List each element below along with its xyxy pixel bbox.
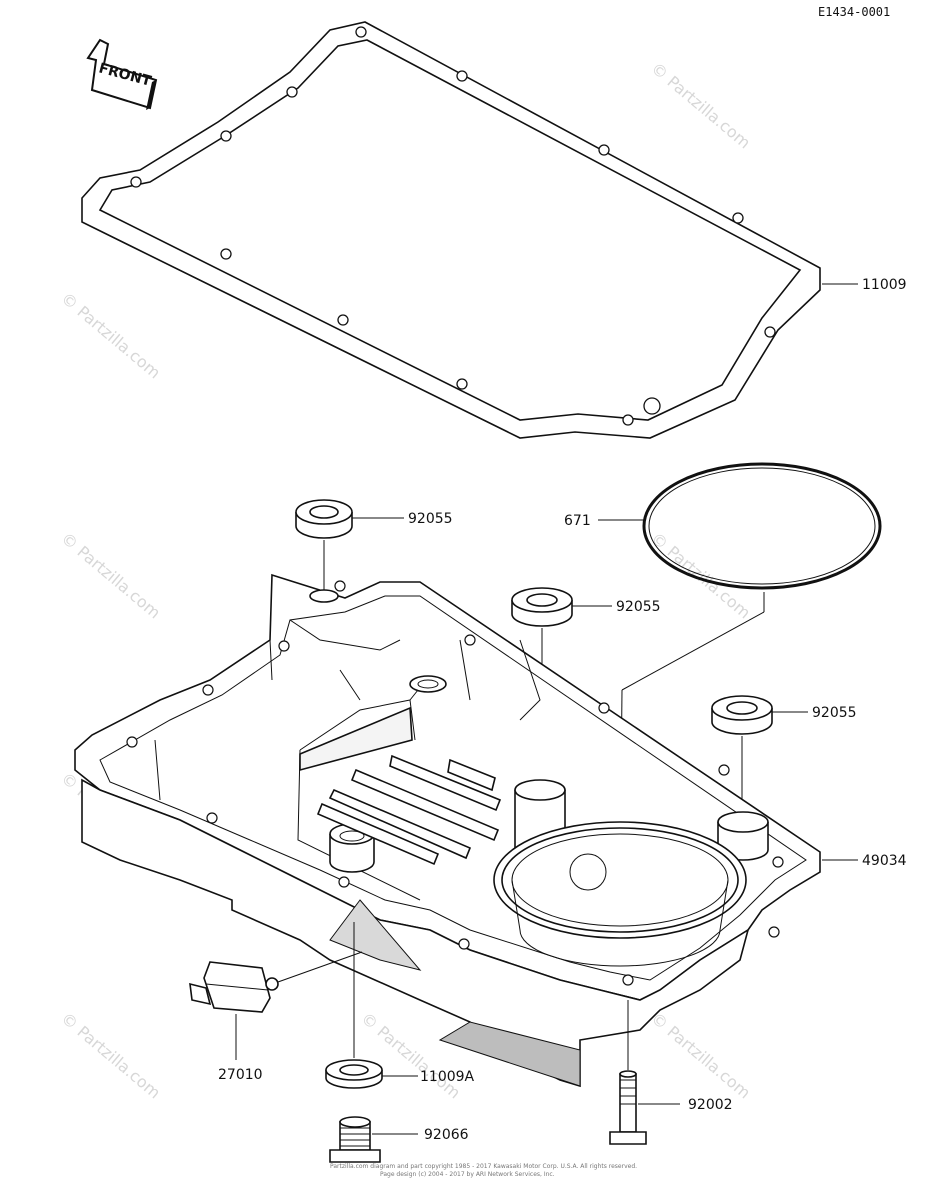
label-11009: 11009 xyxy=(862,277,907,293)
label-49034: 49034 xyxy=(862,853,907,869)
label-92066: 92066 xyxy=(424,1127,469,1143)
label-11009A: 11009A xyxy=(420,1069,475,1085)
copyright-line-1: Partzilla.com diagram and part copyright… xyxy=(330,1163,637,1170)
front-arrow-icon: FRONT xyxy=(86,38,158,110)
drain-plug xyxy=(329,1116,381,1163)
label-27010: 27010 xyxy=(218,1067,263,1083)
copyright-line-2: Page design (c) 2004 - 2017 by ARI Netwo… xyxy=(380,1171,555,1178)
label-92002: 92002 xyxy=(688,1097,733,1113)
watermark: © Partzilla.com xyxy=(647,1009,754,1103)
o-ring xyxy=(642,462,882,590)
label-92055-c: 92055 xyxy=(812,705,857,721)
watermark: © Partzilla.com xyxy=(647,59,754,153)
oil-pan xyxy=(74,573,821,1088)
watermark: © Partzilla.com xyxy=(57,529,164,623)
watermark: © Partzilla.com xyxy=(357,1009,464,1103)
diagram-code: E1434-0001 xyxy=(818,5,890,19)
washer-92055-a xyxy=(295,499,353,539)
label-92055-a: 92055 xyxy=(408,511,453,527)
watermark: © Partzilla.com xyxy=(57,289,164,383)
label-671: 671 xyxy=(564,513,591,529)
washer-92055-c xyxy=(711,695,773,735)
oil-pan-bolt xyxy=(609,1070,647,1145)
watermark: © Partzilla.com xyxy=(647,529,754,623)
oil-pressure-switch xyxy=(189,961,279,1013)
watermark: © Partzilla.com xyxy=(57,1009,164,1103)
washer-92055-b xyxy=(511,587,573,627)
oil-pan-gasket xyxy=(81,21,821,439)
label-92055-b: 92055 xyxy=(616,599,661,615)
drain-plug-gasket xyxy=(325,1059,383,1089)
